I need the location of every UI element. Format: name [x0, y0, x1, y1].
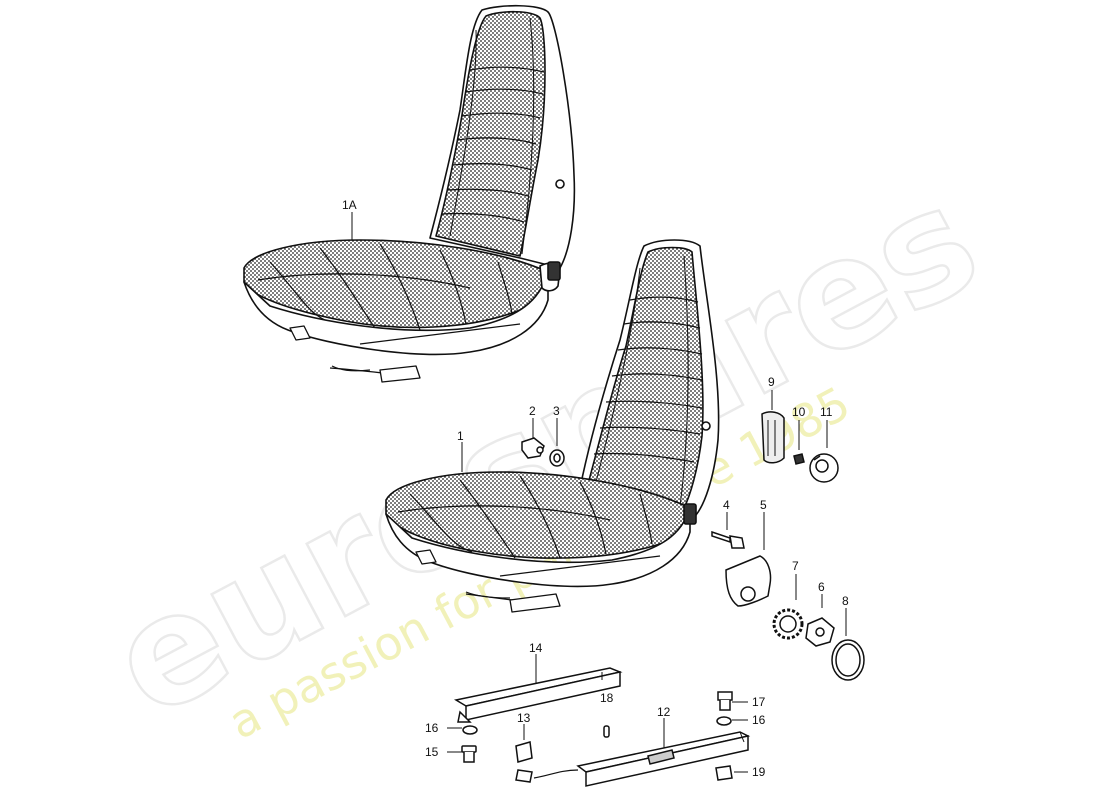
seat-1-rails [415, 549, 661, 613]
label-14: 14 [529, 641, 543, 655]
part-labels: 1A 1 2 3 4 5 6 7 8 9 10 11 12 13 14 15 1… [342, 198, 849, 779]
label-8: 8 [842, 594, 849, 608]
label-7: 7 [792, 559, 799, 573]
part-17-bolt [717, 691, 748, 711]
label-12: 12 [657, 705, 671, 719]
part-12-rail [515, 718, 751, 787]
seat-1-backrest-cushion [587, 246, 704, 509]
label-17: 17 [752, 695, 766, 709]
small-parts [447, 390, 865, 787]
seat-1 [385, 179, 720, 613]
part-4-bolt [711, 512, 745, 549]
part-18-pin [603, 725, 610, 738]
label-1a: 1A [342, 198, 357, 212]
seat-1-backrest-ribs [593, 255, 703, 507]
seat-1a-cable [331, 365, 371, 372]
label-9: 9 [768, 375, 775, 389]
label-11: 11 [820, 405, 833, 419]
part-6-washer [805, 594, 835, 647]
part-8-disc [831, 608, 865, 681]
label-4: 4 [723, 498, 730, 512]
part-2-bushing [521, 418, 545, 459]
label-15: 15 [425, 745, 439, 759]
seat-1a-belt-guide [555, 179, 565, 189]
label-18: 18 [600, 691, 614, 705]
part-10-clip [793, 420, 805, 465]
part-16-washer-left [447, 725, 478, 735]
label-5: 5 [760, 498, 767, 512]
label-16-left: 16 [425, 721, 439, 735]
seat-1a-rails [289, 323, 521, 383]
part-16-washer-right [716, 716, 748, 726]
label-2: 2 [529, 404, 536, 418]
seat-1-recline-knob [683, 503, 697, 525]
seat-1a [243, 4, 576, 383]
seat-1a-recline-knob [547, 261, 561, 281]
part-5-cover [725, 512, 772, 607]
part-7-gear [772, 574, 804, 640]
seat-1a-base [243, 271, 549, 356]
part-13-slider [515, 724, 533, 763]
part-9-trim [761, 390, 785, 464]
label-13: 13 [517, 711, 531, 725]
part-15-bolt [447, 745, 477, 763]
label-16-right: 16 [752, 713, 766, 727]
part-3-nut [549, 418, 565, 467]
part-19-clip [715, 765, 748, 781]
label-19: 19 [752, 765, 766, 779]
seat-1-cushion-ribs [397, 475, 653, 559]
seat-1a-backrest-ribs [441, 17, 545, 255]
label-10: 10 [792, 405, 806, 419]
part-14-rail [453, 654, 623, 723]
seat-1-cable [465, 591, 511, 599]
label-6: 6 [818, 580, 825, 594]
label-1: 1 [457, 429, 464, 443]
seat-1-belt-guide [701, 421, 711, 431]
part-11-knob [809, 420, 839, 483]
label-3: 3 [553, 404, 560, 418]
